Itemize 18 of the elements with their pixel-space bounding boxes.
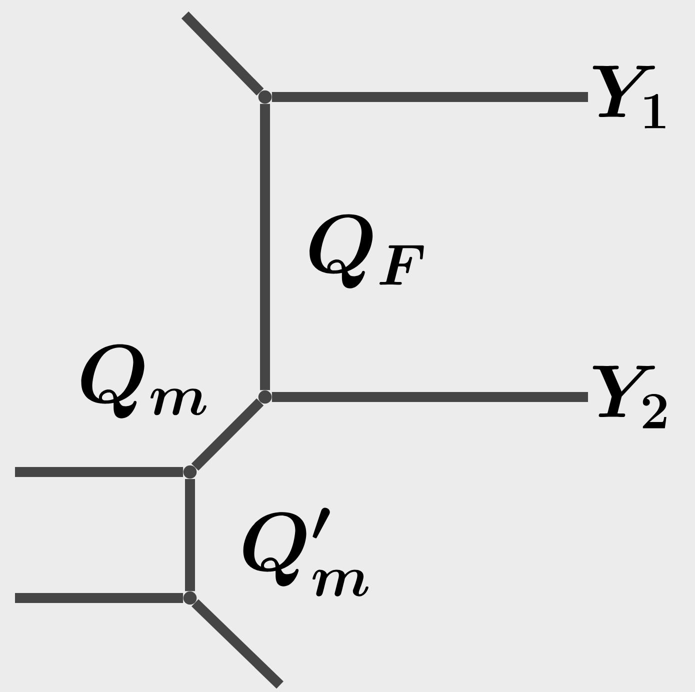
line: [181, 12, 264, 96]
end-label: $Y_1$: [592, 66, 666, 128]
vertex: [258, 390, 272, 404]
line: [272, 92, 588, 102]
line: [260, 104, 270, 390]
vertex: [183, 591, 197, 605]
line: [192, 599, 284, 689]
edge-label: $Q_F$: [310, 214, 424, 288]
end-label: $Y_2$: [592, 366, 666, 428]
vertex: [183, 465, 197, 479]
edge-label: $Q_m$: [81, 344, 206, 418]
vertex: [258, 90, 272, 104]
edge-label: $Q'_m$: [243, 508, 368, 596]
line: [272, 392, 588, 402]
line: [191, 398, 264, 471]
line: [185, 478, 195, 592]
line: [15, 467, 184, 477]
line: [15, 593, 184, 603]
